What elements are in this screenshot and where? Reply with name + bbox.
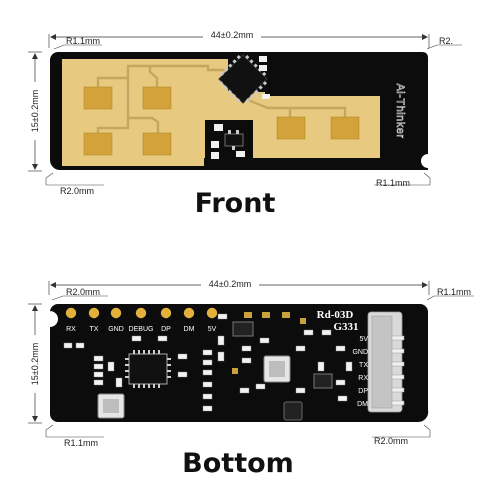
side-pin-label-rx: RX	[358, 375, 368, 382]
bottom-view: 44±0.2mm 15±0.2mm R2.0mm R1.1mm R1.1mm R…	[28, 279, 474, 479]
front-radius-bl: R2.0mm	[60, 186, 94, 196]
top-pin-pads	[65, 307, 218, 319]
bottom-title: Bottom	[182, 448, 294, 479]
pin-pad-debug	[135, 307, 147, 319]
bottom-height-dim: 15±0.2mm	[30, 343, 40, 385]
front-title: Front	[195, 188, 276, 219]
front-radius-tl: R1.1mm	[66, 36, 100, 46]
antenna-pads	[83, 86, 360, 156]
side-pin-label-gnd: GND	[352, 349, 368, 356]
brand-label: Ai-Thinker	[394, 83, 406, 138]
front-radius-tr: R2.	[439, 36, 453, 46]
top-pin-labels: RX TX GND DEBUG DP DM 5V	[66, 326, 216, 333]
front-components	[211, 56, 270, 159]
code-label: G331	[333, 321, 358, 333]
pin-pad-rx	[65, 307, 77, 319]
side-connector	[367, 311, 405, 413]
bottom-radius-bl: R1.1mm	[64, 438, 98, 448]
pin-label-dp: DP	[161, 326, 171, 333]
pin-label-5v: 5V	[208, 326, 217, 333]
bottom-board	[50, 304, 429, 423]
pin-pad-dp	[160, 307, 172, 319]
bottom-radius-br: R2.0mm	[374, 436, 408, 446]
pin-pad-tx	[88, 307, 100, 319]
pin-pad-gnd	[110, 307, 122, 319]
pin-label-tx: TX	[90, 326, 99, 333]
side-pin-label-dp: DP	[358, 388, 368, 395]
side-pin-labels: 5V GND TX RX DP DM	[352, 336, 368, 408]
pin-pad-5v	[206, 307, 218, 319]
pin-pad-dm	[183, 307, 195, 319]
side-pin-label-dm: DM	[357, 401, 368, 408]
pin-label-rx: RX	[66, 326, 76, 333]
pin-label-dm: DM	[184, 326, 195, 333]
side-pin-label-5v: 5V	[359, 336, 368, 343]
front-width-bg	[203, 30, 261, 41]
bottom-radius-tl: R2.0mm	[66, 287, 100, 297]
side-pin-label-tx: TX	[359, 362, 368, 369]
front-radius-br: R1.1mm	[376, 178, 410, 188]
front-view: 44±0.2mm 15±0.2mm R1.1mm R2. R2.0mm R1.1…	[28, 30, 462, 219]
bottom-width-dim: 44±0.2mm	[209, 279, 251, 289]
model-label: Rd-03D	[317, 309, 354, 321]
pin-label-debug: DEBUG	[129, 326, 154, 333]
front-width-dim: 44±0.2mm	[211, 30, 253, 40]
front-height-bg	[29, 82, 41, 140]
pin-label-gnd: GND	[108, 326, 124, 333]
front-height-dim: 15±0.2mm	[30, 90, 40, 132]
bottom-radius-tr: R1.1mm	[437, 287, 471, 297]
bottom-components	[63, 312, 353, 421]
